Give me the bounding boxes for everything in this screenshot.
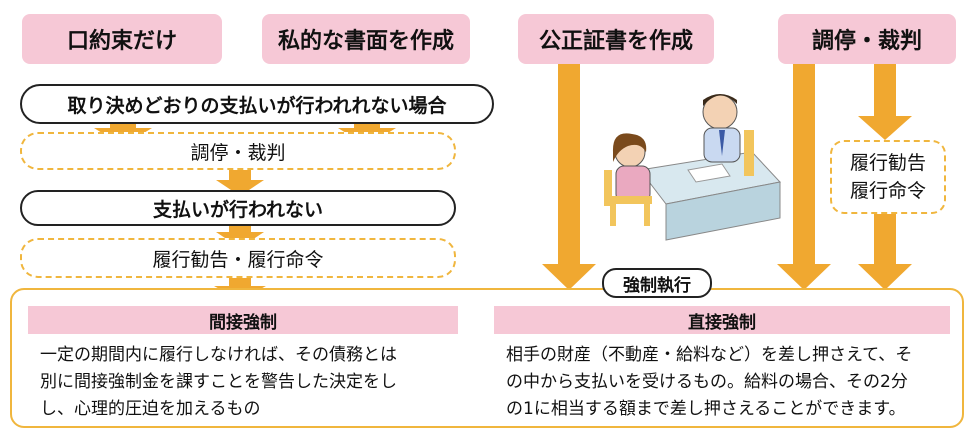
description-line: 一定の期間内に履行しなければ、その債務とは	[40, 345, 397, 365]
description-line: 別に間接強制金を課すことを警告した決定をし	[40, 372, 397, 392]
description-line: の1に相当する額まで差し押さえることができます。	[506, 399, 906, 419]
not-paid-pill: 支払いが行われない	[20, 190, 456, 226]
column-header-verbal: 口約束だけ	[22, 14, 222, 64]
mediation-trial-step: 調停・裁判	[20, 132, 456, 170]
recommendation-order-step: 履行勧告・履行命令	[20, 238, 456, 278]
down-arrow-icon	[777, 62, 831, 290]
down-arrow-icon	[858, 62, 912, 140]
nonpayment-case-pill: 取り決めどおりの支払いが行われれない場合	[20, 84, 494, 124]
recommendation-order-box: 履行勧告 履行命令	[830, 140, 946, 214]
order-label: 履行命令	[849, 180, 926, 202]
column-header-mediation-trial: 調停・裁判	[778, 14, 956, 64]
recommendation-label: 履行勧告	[849, 152, 926, 174]
down-arrow-icon	[542, 62, 596, 290]
indirect-enforcement-description: 一定の期間内に履行しなければ、その債務とは 別に間接強制金を課すことを警告した決…	[40, 342, 470, 423]
column-header-notarized-deed: 公正証書を作成	[518, 14, 714, 64]
down-arrow-icon	[216, 168, 264, 196]
column-header-private-document: 私的な書面を作成	[262, 14, 470, 64]
indirect-enforcement-heading: 間接強制	[28, 306, 458, 334]
direct-enforcement-description: 相手の財産（不動産・給料など）を差し押さえて、そ の中から支払いを受けるもの。給…	[506, 342, 956, 423]
direct-enforcement-heading: 直接強制	[494, 306, 950, 334]
consultation-illustration	[604, 94, 781, 241]
description-line: 相手の財産（不動産・給料など）を差し押さえて、そ	[506, 345, 913, 365]
description-line: の中から支払いを受けるもの。給料の場合、その2分	[506, 372, 908, 392]
down-arrow-icon	[858, 214, 912, 290]
enforcement-title: 強制執行	[602, 268, 712, 298]
description-line: し、心理的圧迫を加えるもの	[40, 399, 261, 419]
